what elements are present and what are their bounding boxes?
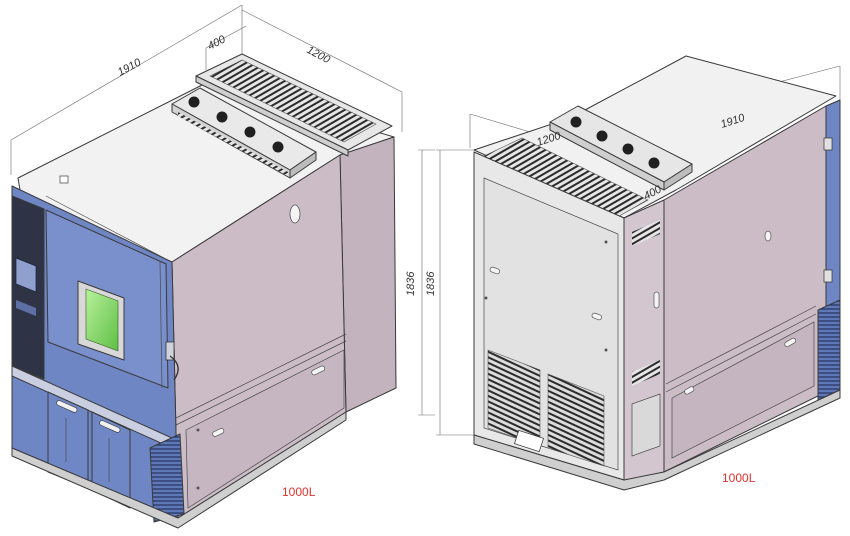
fan-icon: [648, 157, 660, 169]
fan-icon: [570, 116, 582, 128]
right-base-plinth: [473, 389, 841, 491]
left-dim-duct: 400: [206, 33, 229, 53]
left-dimension-lines: [10, 4, 435, 416]
front-drawer-right: [91, 411, 131, 509]
fan-icon: [622, 143, 634, 155]
hinge-icon: [823, 137, 833, 151]
side-round-port-icon: [289, 204, 301, 224]
back-vents-right: [547, 373, 605, 467]
right-dim-height: 1836: [425, 271, 437, 296]
side-slot-icon: [311, 365, 326, 376]
left-rear-section: [339, 136, 397, 413]
left-dim-depth: 1200: [305, 44, 333, 66]
control-screen: [15, 257, 37, 293]
right-view: 1200 400 1910 1836 1000L: [425, 55, 841, 491]
top-handle-icon: [59, 175, 69, 184]
fan-icon: [188, 96, 200, 108]
fan-icon: [216, 111, 228, 123]
back-base-tag: [513, 429, 545, 453]
pillar-slot-icon: [653, 291, 660, 309]
right-side-lower-panel: [671, 321, 815, 459]
left-caption: 1000L: [282, 485, 316, 499]
fan-icon: [244, 126, 256, 138]
left-dim-height: 1836: [405, 271, 417, 296]
fan-icon: [596, 130, 608, 142]
left-dim-length: 1910: [116, 56, 144, 78]
fan-icon: [272, 141, 284, 153]
right-grille: [817, 299, 841, 401]
door-latch-icon: [165, 341, 175, 361]
hinge-icon: [823, 269, 833, 283]
right-caption: 1000L: [722, 471, 756, 485]
pillar-box: [631, 393, 661, 457]
viewing-window: [85, 288, 119, 352]
side-lower-panel: [185, 349, 345, 509]
top-vents-rear: [209, 59, 377, 143]
left-base-plinth: [11, 411, 347, 529]
left-view: 1910 400 1200 1836 1000L: [10, 4, 435, 529]
